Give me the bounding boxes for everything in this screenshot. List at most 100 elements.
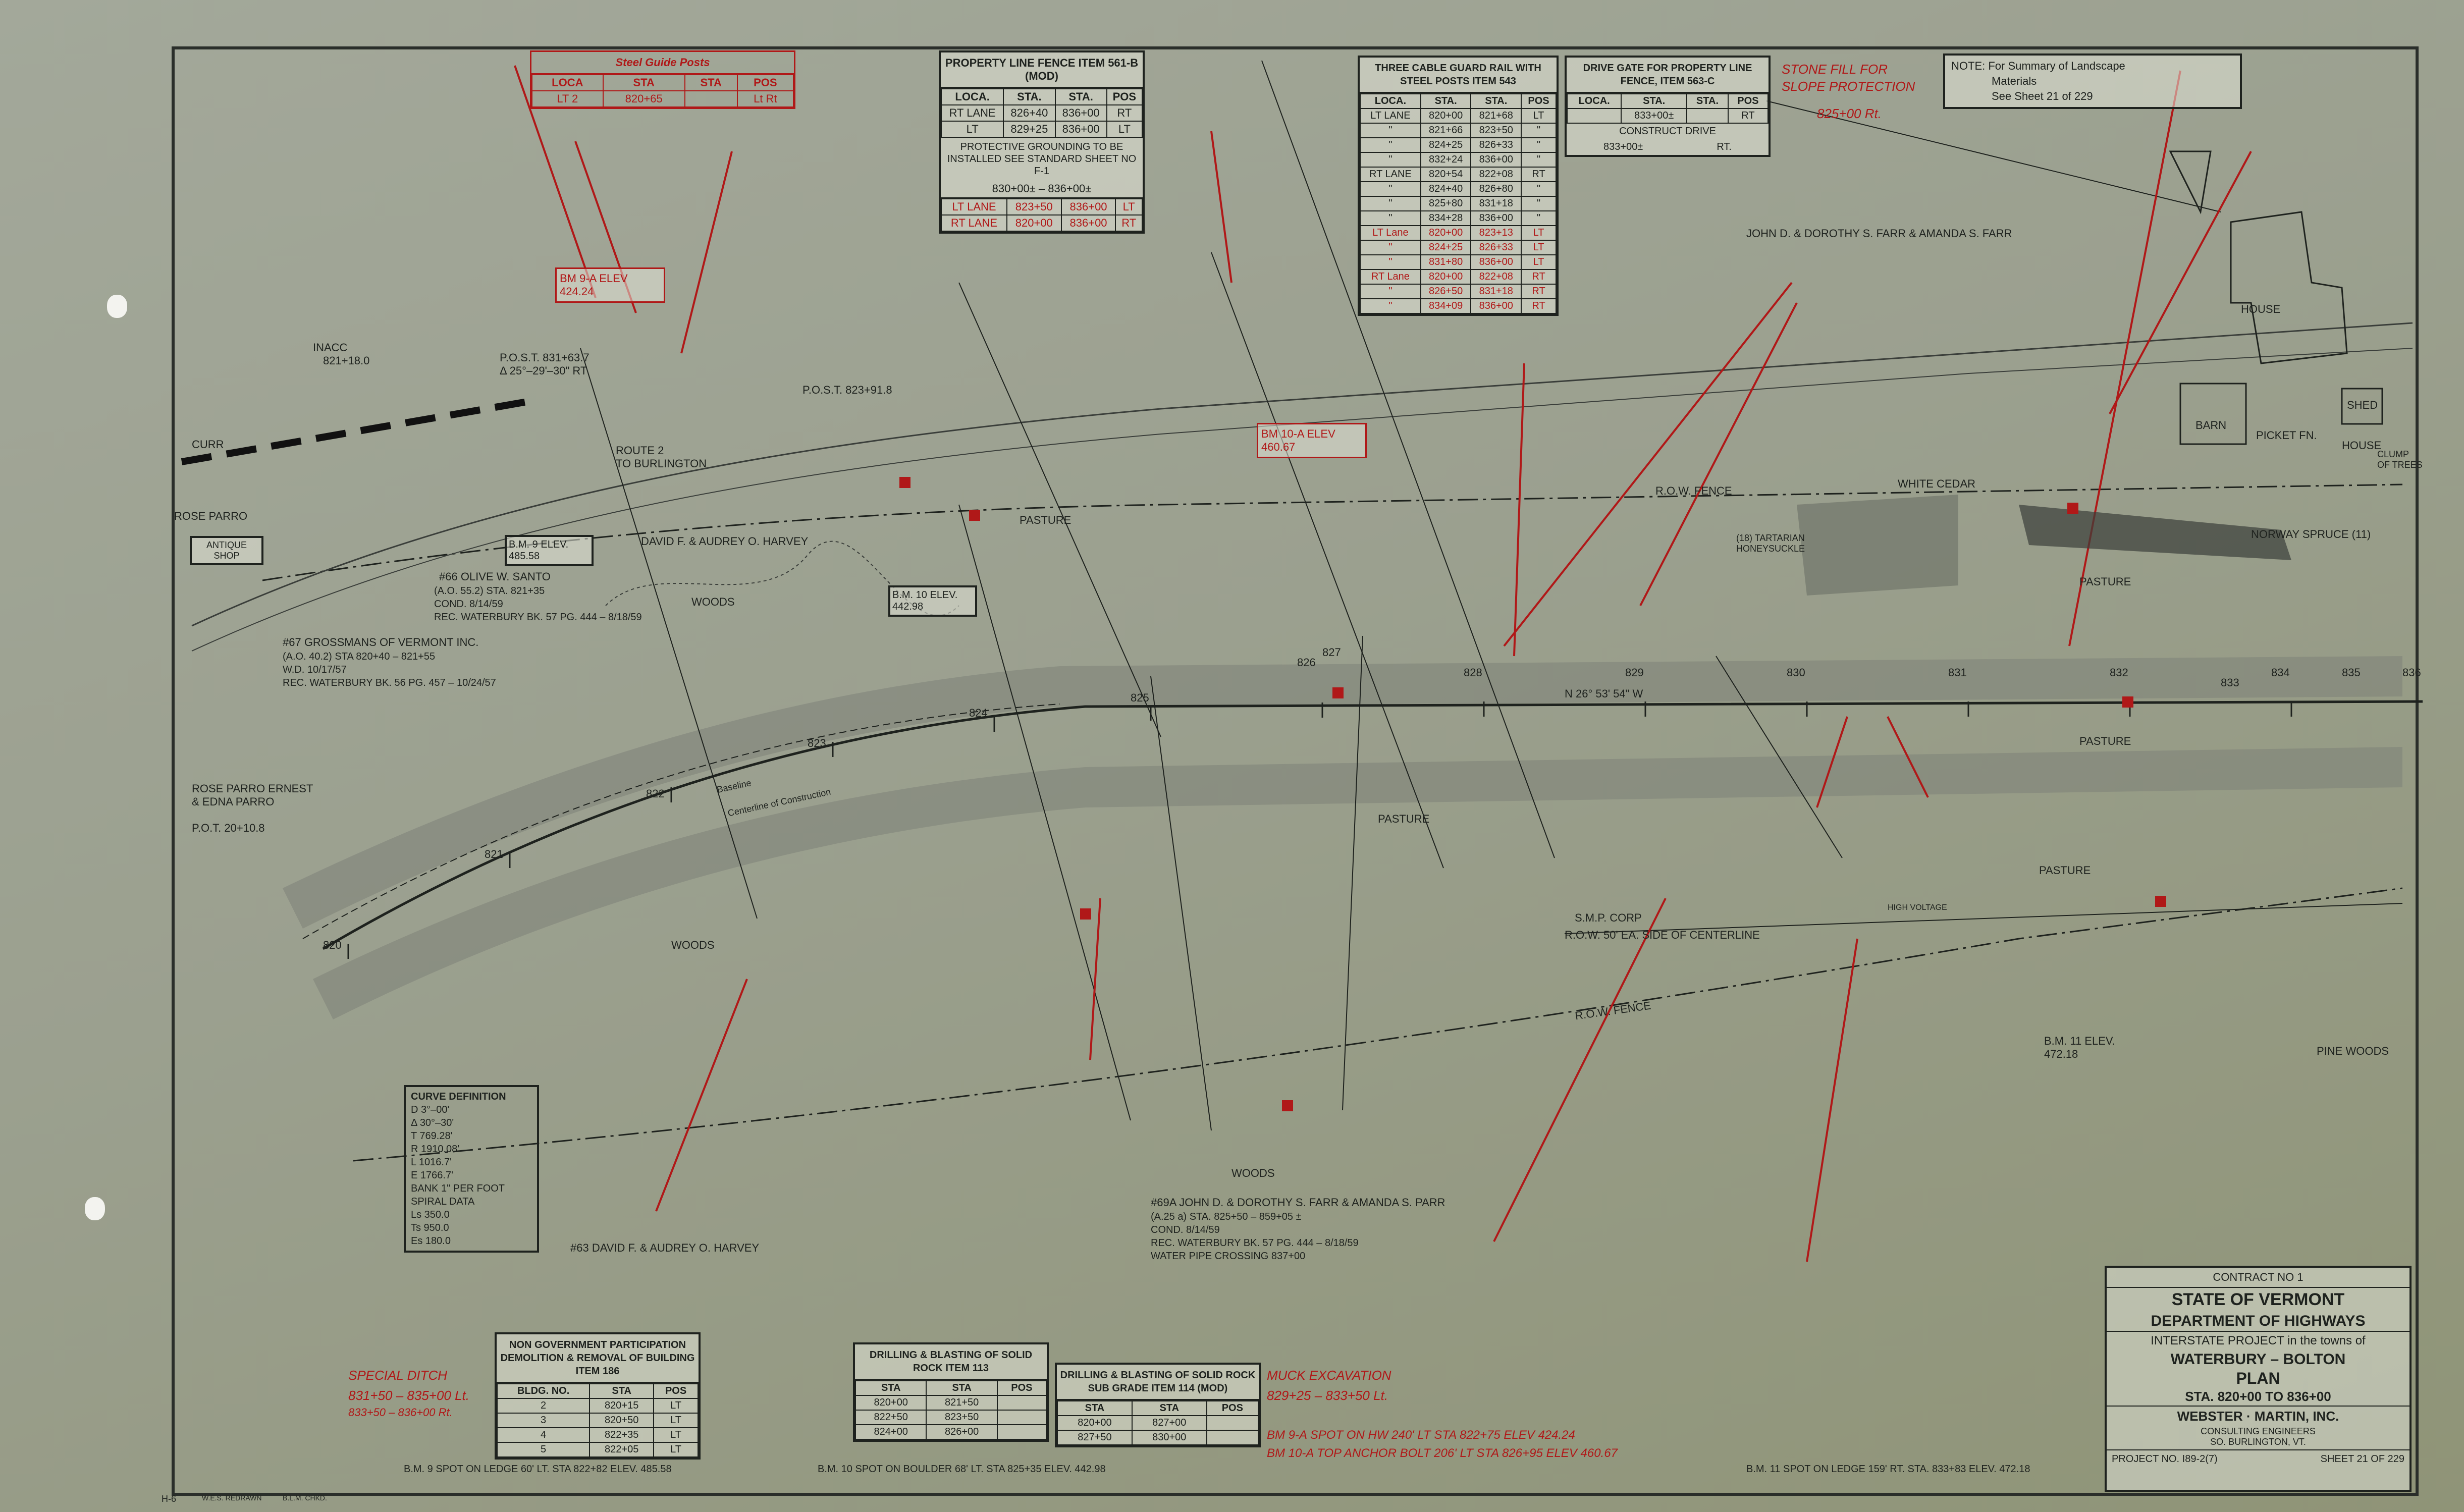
station-label: 823	[808, 737, 826, 749]
steel-guide-posts-title: Steel Guide Posts	[531, 52, 794, 74]
grounding-note: PROTECTIVE GROUNDING TO BE INSTALLED SEE…	[947, 141, 1137, 177]
label-shed: SHED	[2347, 399, 2378, 411]
row-fence-north	[262, 483, 2403, 581]
bm-9a-note: BM 9-A SPOT ON HW 240' LT STA 822+75 ELE…	[1267, 1428, 1575, 1442]
landscape-note: NOTE: For Summary of Landscape Materials…	[1943, 53, 2242, 109]
non-gov-title: NON GOVERNMENT PARTICIPATION DEMOLITION …	[497, 1334, 699, 1383]
owner-rose-parro: ROSE PARRO	[174, 510, 248, 522]
label-row-50: R.O.W. 50' EA. SIDE OF CENTERLINE	[1565, 929, 1760, 941]
lane-southbound	[313, 747, 2402, 1019]
owner-grossmans: #67 GROSSMANS OF VERMONT INC.	[283, 636, 479, 649]
drive-gate-table: DRIVE GATE FOR PROPERTY LINE FENCE, ITEM…	[1565, 56, 1771, 157]
guard-rail-title: THREE CABLE GUARD RAIL WITH STEEL POSTS …	[1360, 58, 1557, 93]
station-label: 835	[2342, 666, 2361, 679]
drive-gate-title: DRIVE GATE FOR PROPERTY LINE FENCE, ITEM…	[1567, 58, 1769, 93]
owner-farr: JOHN D. & DOROTHY S. FARR & AMANDA S. FA…	[1746, 227, 2012, 240]
curve-definition: CURVE DEFINITION D 3°–00'Δ 30°–30'T 769.…	[404, 1085, 539, 1253]
owner-farr-69-5: WATER PIPE CROSSING 837+00	[1151, 1251, 1306, 1262]
row-fence-south	[353, 887, 2403, 1162]
label-inacc-sta: 821+18.0	[323, 354, 370, 367]
project-number: PROJECT NO. I89-2(7)	[2112, 1453, 2218, 1465]
owner-grossmans-4: REC. WATERBURY BK. 56 PG. 457 – 10/24/57	[283, 677, 496, 688]
curve-data-line: SPIRAL DATA	[411, 1196, 475, 1207]
station-label: 828	[1464, 666, 1482, 679]
special-ditch-note: SPECIAL DITCH	[348, 1368, 448, 1383]
construct-drive-sta: 833+00±	[1603, 141, 1643, 152]
station-label: 832	[2110, 666, 2128, 679]
steel-guide-posts-table: Steel Guide Posts LOCA STA STA POS LT 2 …	[530, 50, 795, 109]
label-house-2: HOUSE	[2342, 439, 2382, 452]
construct-drive-pos: RT.	[1717, 141, 1732, 152]
route-2	[191, 322, 2413, 627]
label-bearing: N 26° 53' 54" W	[1565, 687, 1643, 700]
rock-114-table: DRILLING & BLASTING OF SOLID ROCK SUB GR…	[1055, 1363, 1261, 1447]
bm-10-box: B.M. 10 ELEV. 442.98	[888, 585, 977, 617]
owner-farr-69: #69A JOHN D. & DOROTHY S. FARR & AMANDA …	[1151, 1196, 1445, 1209]
label-barn: BARN	[2195, 419, 2227, 431]
station-label: 834	[2271, 666, 2290, 679]
bm-9-box: B.M. 9 ELEV. 485.58	[505, 535, 594, 566]
bm-9-note: B.M. 9 SPOT ON LEDGE 60' LT. STA 822+82 …	[404, 1464, 672, 1475]
station-label: 829	[1625, 666, 1644, 679]
guard-rail-table: THREE CABLE GUARD RAIL WITH STEEL POSTS …	[1358, 56, 1559, 316]
table-row: 833+00± RT	[1566, 108, 1769, 124]
engineers-sub: CONSULTING ENGINEERS	[2201, 1426, 2316, 1436]
owner-farr-69-3: COND. 8/14/59	[1151, 1224, 1220, 1235]
antique-shop: ANTIQUE SHOP	[190, 536, 263, 565]
label-woods-2: WOODS	[671, 939, 715, 951]
table-row: RT LANE 820+00 836+00 RT	[941, 214, 1143, 232]
state-name: STATE OF VERMONT	[2171, 1290, 2345, 1309]
bm-10a-box: BM 10-A ELEV 460.67	[1257, 423, 1367, 458]
owner-rose-ernest: ROSE PARRO ERNEST & EDNA PARRO	[192, 782, 313, 808]
label-white-cedar: WHITE CEDAR	[1898, 477, 1975, 490]
drawing-frame	[172, 46, 2419, 1496]
grounding-range: 830+00± – 836+00±	[941, 180, 1143, 198]
property-line-fence-table: PROPERTY LINE FENCE ITEM 561-B (MOD) LOC…	[939, 50, 1145, 234]
label-picket: PICKET FN.	[2256, 429, 2317, 442]
label-pasture-2: PASTURE	[2079, 575, 2131, 588]
muck-excavation-sta: 829+25 – 833+50 Lt.	[1267, 1388, 1388, 1403]
owner-harvey-bottom: #63 DAVID F. & AUDREY O. HARVEY	[570, 1241, 760, 1254]
owner-santo-4: REC. WATERBURY BK. 57 PG. 444 – 8/18/59	[434, 612, 642, 623]
sheet-number: SHEET 21 OF 229	[2320, 1453, 2404, 1465]
label-pasture-1: PASTURE	[1020, 514, 1072, 526]
stone-fill-sta: 825+00 Rt.	[1817, 106, 1882, 121]
sheet-type: PLAN	[2236, 1369, 2280, 1387]
bm-11-note: B.M. 11 SPOT ON LEDGE 159' RT. STA. 833+…	[1746, 1464, 2030, 1475]
bm-9a-box: BM 9-A ELEV 424.24	[555, 267, 665, 303]
label-pine-woods: PINE WOODS	[2317, 1045, 2389, 1057]
label-house-1: HOUSE	[2241, 303, 2281, 315]
bm-10a-note: BM 10-A TOP ANCHOR BOLT 206' LT STA 826+…	[1267, 1446, 1618, 1460]
honeysuckle-hedge	[1797, 495, 1958, 596]
rock-113-table: DRILLING & BLASTING OF SOLID ROCK ITEM 1…	[853, 1342, 1049, 1442]
curve-data-line: Ts 950.0	[411, 1222, 449, 1233]
curve-data-line: Ls 350.0	[411, 1209, 450, 1220]
label-inacc: INACC	[313, 341, 348, 354]
curve-data-line: Δ 30°–30'	[411, 1117, 454, 1128]
shed	[2341, 388, 2383, 425]
station-label: 830	[1787, 666, 1805, 679]
station-label: 831	[1948, 666, 1967, 679]
special-ditch-sta-2: 833+50 – 836+00 Rt.	[348, 1406, 453, 1419]
project-towns: WATERBURY – BOLTON	[2170, 1351, 2346, 1368]
label-post-831-b: Δ 25°–29'–30" RT	[500, 364, 587, 377]
stream	[605, 541, 959, 616]
label-post-831: P.O.S.T. 831+63.7	[500, 351, 590, 364]
label-honeysuckle: (18) TARTARIAN HONEYSUCKLE	[1736, 533, 1805, 554]
curve-data-line: Es 180.0	[411, 1235, 451, 1247]
rock-113-title: DRILLING & BLASTING OF SOLID ROCK ITEM 1…	[855, 1344, 1047, 1380]
punch-hole-bottom	[85, 1197, 105, 1220]
department-name: DEPARTMENT OF HIGHWAYS	[2107, 1312, 2409, 1332]
